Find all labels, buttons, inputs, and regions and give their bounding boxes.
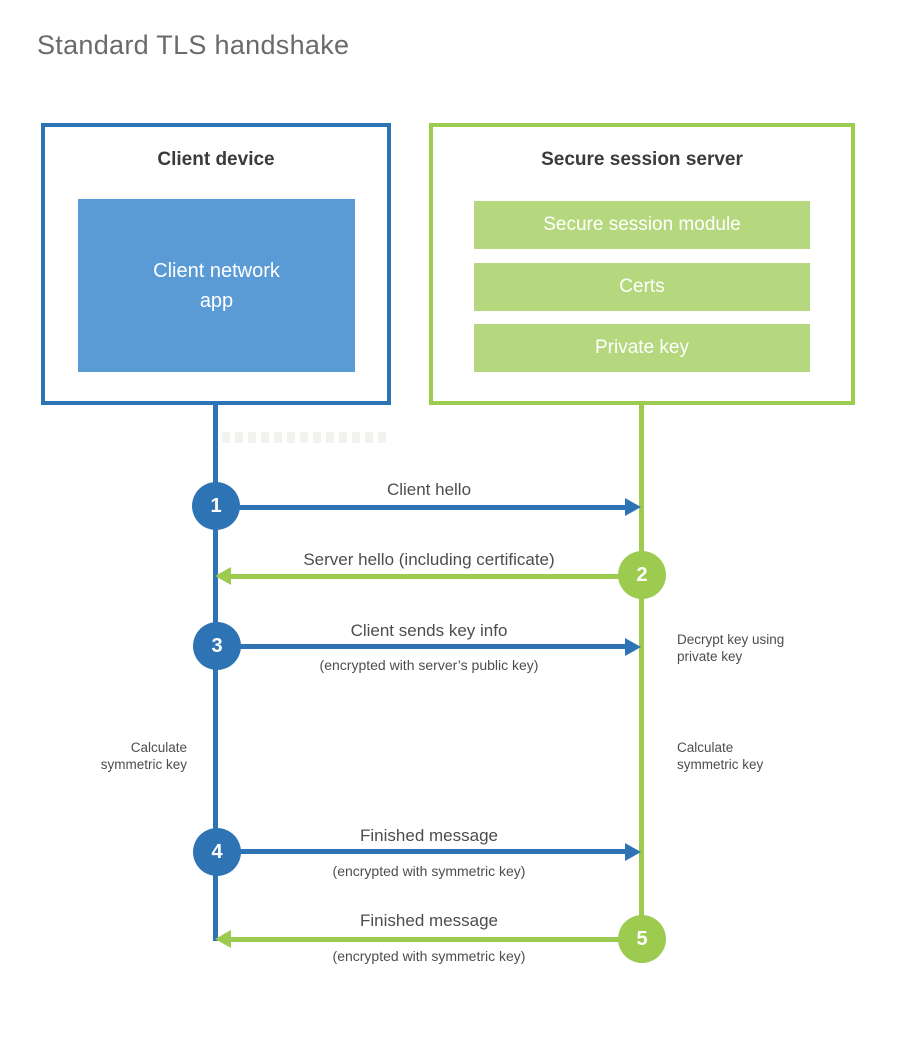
server-module-secure-session: Secure session module [474, 201, 810, 249]
page-title: Standard TLS handshake [37, 30, 350, 60]
faint-dashes-artifact [222, 432, 390, 443]
client-device-box: Client device Client network app [41, 123, 391, 405]
arrow-client-hello [216, 505, 625, 510]
client-app-label-line1: Client network [153, 259, 280, 282]
message-sublabel-finished-server: (encrypted with symmetric key) [332, 948, 526, 964]
note-decrypt-key: Decrypt key using private key [677, 631, 817, 665]
note-calc-left-line1: Calculate [130, 740, 187, 755]
note-calc-left-line2: symmetric key [100, 757, 187, 772]
arrow-client-key-info [216, 644, 625, 649]
arrowhead-right-icon [625, 843, 641, 861]
message-label-server-hello: Server hello (including certificate) [303, 550, 555, 569]
note-calc-right-line2: symmetric key [677, 757, 764, 772]
server-module-private-key: Private key [474, 324, 810, 372]
server-lifeline [639, 403, 644, 963]
step-badge-4: 4 [193, 828, 241, 876]
secure-session-server-box: Secure session server Secure session mod… [429, 123, 855, 405]
message-label-finished-server: Finished message [360, 911, 498, 930]
message-label-key-info: Client sends key info [350, 621, 508, 640]
step-badge-2: 2 [618, 551, 666, 599]
message-label-finished-client: Finished message [360, 826, 498, 845]
client-app-label-line2: app [199, 289, 234, 312]
arrowhead-left-icon [215, 567, 231, 585]
note-calculate-symmetric-key-client: Calculate symmetric key [57, 739, 187, 773]
note-decrypt-line2: private key [677, 649, 743, 664]
arrowhead-left-icon [215, 930, 231, 948]
arrow-finished-client [216, 849, 625, 854]
server-title: Secure session server [541, 149, 743, 170]
note-calc-right-line1: Calculate [677, 740, 734, 755]
server-module-certs: Certs [474, 263, 810, 311]
arrow-finished-server [231, 937, 642, 942]
step-badge-3: 3 [193, 622, 241, 670]
arrowhead-right-icon [625, 638, 641, 656]
message-label-client-hello: Client hello [386, 480, 472, 499]
step-badge-5: 5 [618, 915, 666, 963]
note-calculate-symmetric-key-server: Calculate symmetric key [677, 739, 807, 773]
arrowhead-right-icon [625, 498, 641, 516]
message-sublabel-key-info: (encrypted with server’s public key) [319, 657, 539, 673]
message-sublabel-finished-client: (encrypted with symmetric key) [332, 863, 526, 879]
step-badge-1: 1 [192, 482, 240, 530]
client-lifeline [213, 403, 218, 941]
arrow-server-hello [231, 574, 642, 579]
note-decrypt-line1: Decrypt key using [677, 632, 785, 647]
client-network-app-box: Client network app [78, 199, 355, 372]
client-device-title: Client device [157, 149, 275, 170]
